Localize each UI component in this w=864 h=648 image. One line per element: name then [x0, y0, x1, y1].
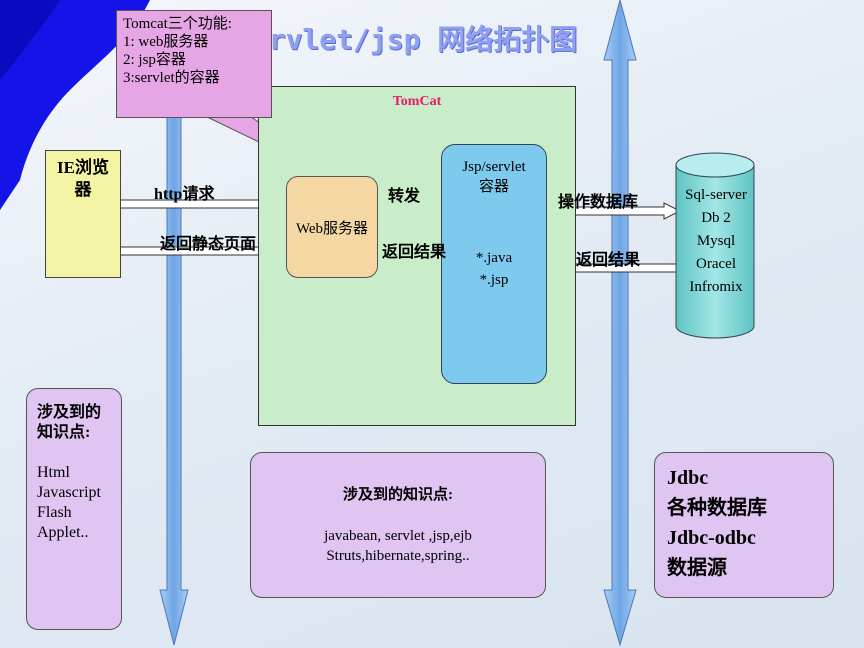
operate-db-label: 操作数据库 [558, 194, 639, 211]
web-server-box: Web服务器 [286, 176, 378, 278]
jsp-file-item: *.jsp [479, 272, 509, 288]
jsp-heading-line: 容器 [478, 179, 509, 195]
knowledge-line: Jdbc-odbc [667, 527, 756, 549]
knowledge-item: Flash [37, 504, 72, 521]
database-list: Sql-server Db 2 Mysql Oracel Infromix [670, 184, 762, 299]
web-server-label: Web服务器 [295, 220, 369, 237]
callout-line: 3:servlet的容器 [123, 70, 220, 86]
callout-line: 1: web服务器 [123, 34, 209, 50]
ie-browser-box: IE浏览 器 [45, 150, 121, 278]
tomcat-label: TomCat [392, 94, 442, 109]
knowledge-line: 数据源 [667, 557, 727, 579]
knowledge-line: Struts,hibernate,spring.. [326, 548, 470, 564]
knowledge-item: Html [37, 464, 70, 481]
knowledge-box-server: 涉及到的知识点: javabean, servlet ,jsp,ejb Stru… [250, 452, 546, 598]
jsp-servlet-container-box: Jsp/servlet 容器 *.java *.jsp [441, 144, 547, 384]
tomcat-functions-callout: Tomcat三个功能: 1: web服务器 2: jsp容器 3:servlet… [116, 10, 272, 118]
knowledge-heading-line: 涉及到的 [37, 404, 102, 421]
database-item: Oracel [696, 256, 736, 272]
return-static-label: 返回静态页面 [160, 236, 257, 253]
return-result-db-label: 返回结果 [576, 252, 641, 269]
forward-label: 转发 [388, 188, 421, 205]
database-item: Sql-server [685, 187, 747, 203]
pillar-right-arrow [603, 0, 637, 647]
database-item: Db 2 [701, 210, 731, 226]
knowledge-heading-line: 知识点: [37, 424, 91, 441]
knowledge-line: 各种数据库 [667, 497, 767, 519]
knowledge-line: javabean, servlet ,jsp,ejb [324, 528, 472, 544]
database-item: Mysql [696, 233, 736, 249]
database-item: Infromix [689, 279, 743, 295]
knowledge-heading: 涉及到的知识点: [343, 487, 453, 503]
knowledge-box-database: Jdbc 各种数据库 Jdbc-odbc 数据源 [654, 452, 834, 598]
jsp-heading-line: Jsp/servlet [462, 159, 526, 175]
ie-label-line: IE浏览 [57, 158, 109, 177]
corner-splash-shape [0, 0, 150, 210]
callout-line: Tomcat三个功能: [123, 16, 232, 32]
page-title: servlet/jsp 网络拓扑图 [235, 23, 578, 56]
knowledge-line: Jdbc [667, 467, 709, 489]
knowledge-item: Javascript [37, 484, 101, 501]
knowledge-box-client: 涉及到的 知识点: Html Javascript Flash Applet.. [26, 388, 122, 630]
database-cylinder [675, 152, 755, 339]
http-request-label: http请求 [154, 186, 215, 203]
callout-line: 2: jsp容器 [123, 52, 186, 68]
knowledge-item: Applet.. [37, 524, 89, 541]
return-result-web-label: 返回结果 [382, 244, 447, 261]
jsp-file-item: *.java [475, 250, 513, 266]
ie-label-line: 器 [74, 180, 92, 199]
corner-splash-streak [0, 0, 60, 80]
